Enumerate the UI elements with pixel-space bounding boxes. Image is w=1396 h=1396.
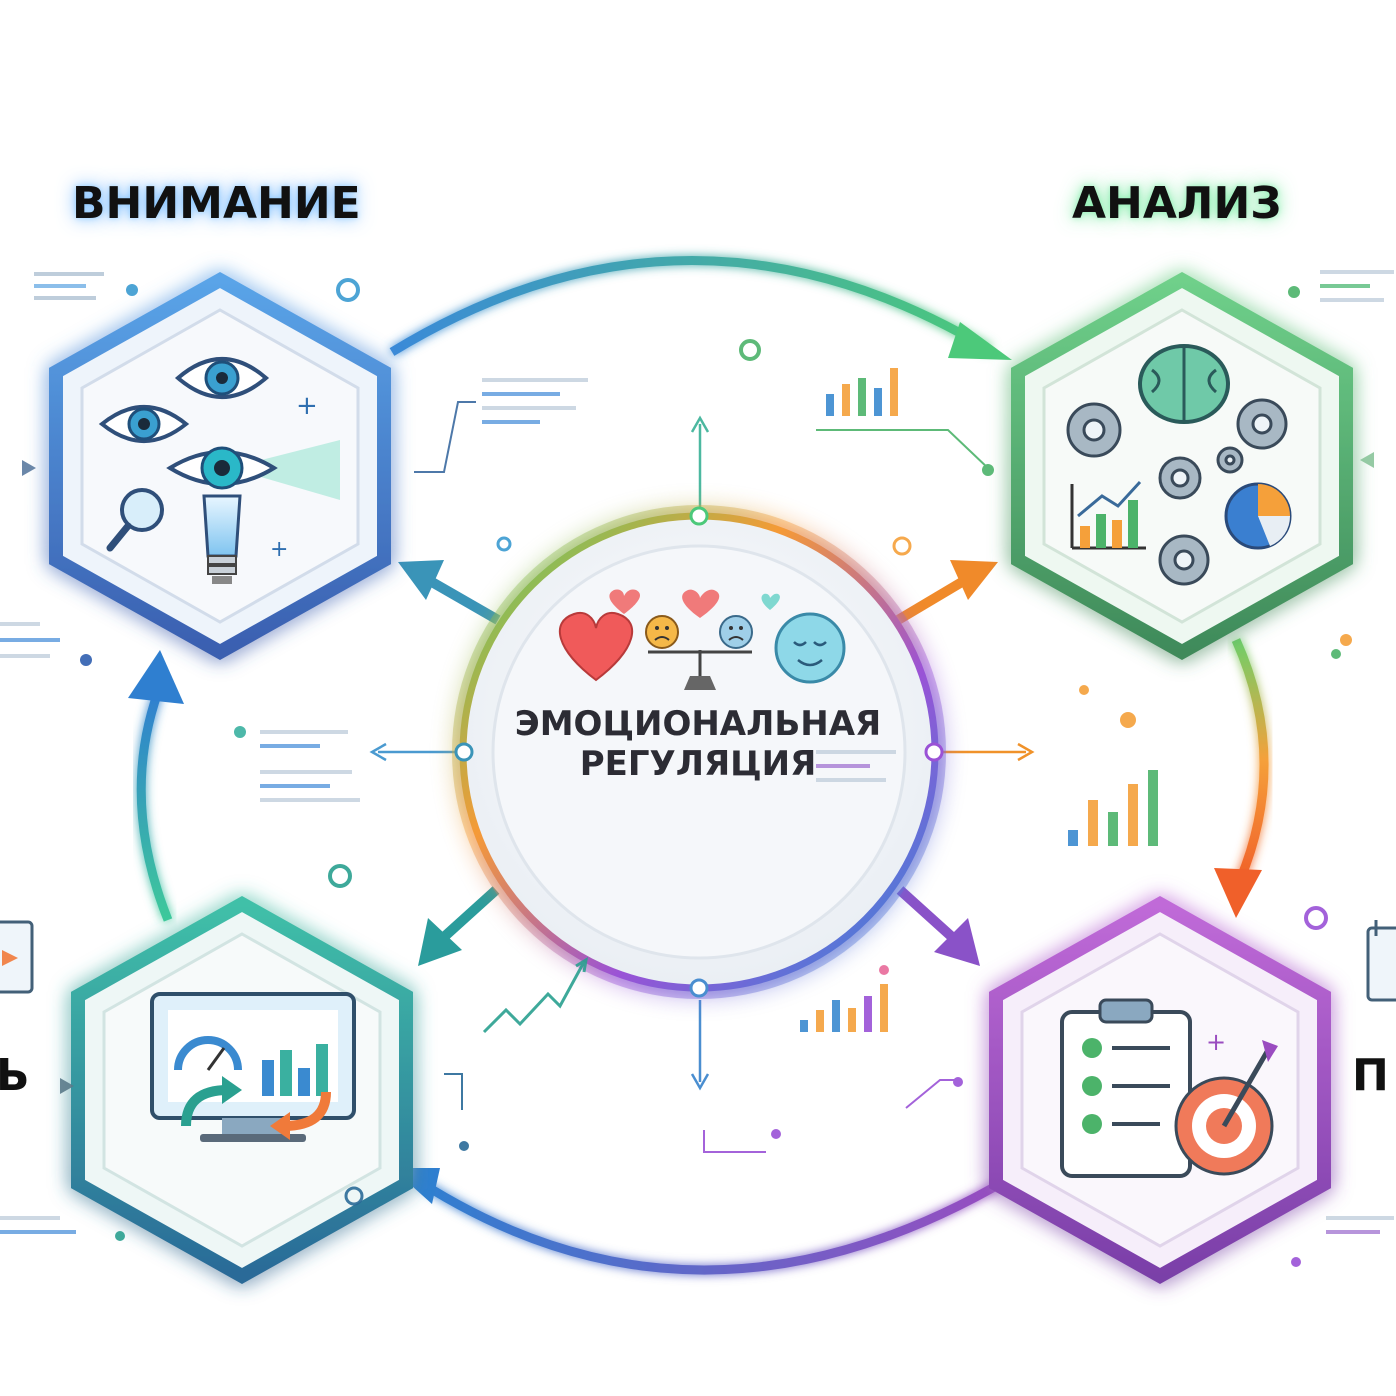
mini-bar-chart-bottom (800, 984, 888, 1032)
arrowhead-right (1214, 868, 1262, 918)
side-chevron-left (22, 460, 36, 476)
center-title-line2: РЕГУЛЯЦИЯ (579, 744, 817, 784)
small-heart-icon (609, 589, 640, 614)
svg-text:+: + (1206, 1028, 1226, 1056)
browser-window-icon (0, 920, 34, 994)
arrow-analysis-to-planning (1231, 638, 1269, 882)
monitor-dashboard-icon (150, 992, 356, 1142)
refresh-arrow-icon (181, 1085, 229, 1127)
eye-icon (174, 357, 270, 399)
hex-control (71, 895, 413, 1285)
center-title-line1: ЭМОЦИОНАЛЬНАЯ (514, 704, 882, 744)
arrow-planning-to-control (417, 1174, 1013, 1275)
node-label-analysis: АНАЛИЗ (1072, 178, 1282, 229)
node-label-left-partial: Ь (0, 1050, 30, 1101)
spoke-arrowhead-tr (950, 560, 998, 600)
hex-analysis (1011, 271, 1353, 661)
tiny-heart-icon (761, 593, 780, 610)
side-chevron-right (1360, 452, 1374, 468)
heart-icon (558, 612, 634, 682)
hex-planning: + (989, 895, 1331, 1285)
calm-face-icon (774, 612, 846, 684)
magnifier-icon (106, 488, 164, 552)
decorations (0, 270, 1396, 1267)
hex-attention: + + (49, 271, 391, 661)
arrow-control-to-attention (136, 690, 173, 922)
target-icon (1174, 1040, 1278, 1176)
text-lines-1 (0, 270, 1394, 1234)
emotion-icons (558, 589, 846, 690)
focus-eye-icon (166, 440, 340, 500)
spoke-arrowhead-bl (418, 918, 462, 966)
cycle-arrows (128, 256, 1269, 1275)
lightbulb-icon (202, 494, 242, 584)
calendar-icon (1366, 920, 1396, 1002)
refresh-arrow-icon-2 (283, 1091, 331, 1131)
svg-text:+: + (270, 537, 288, 562)
mini-bar-chart-right (1068, 770, 1158, 846)
center-title: ЭМОЦИОНАЛЬНАЯ РЕГУЛЯЦИЯ (498, 704, 898, 784)
spoke-arrowhead-br (934, 918, 980, 966)
bar-chart-icon (1070, 480, 1146, 550)
arrow-attention-to-analysis (389, 256, 993, 356)
pie-chart-icon (1224, 482, 1292, 550)
brain-icon (1138, 344, 1230, 424)
clipboard-checklist-icon (1060, 998, 1192, 1178)
spoke-arrowhead-tl (398, 560, 444, 600)
small-heart-icon-2 (682, 589, 720, 618)
eye-icon-2 (98, 405, 190, 443)
mini-bar-chart-top (826, 368, 898, 416)
side-chevron-left-2 (60, 1078, 74, 1094)
gear-icon (1066, 398, 1288, 586)
center-spokes (369, 415, 1035, 1091)
node-label-right-partial: П (1352, 1050, 1389, 1101)
trend-line (482, 961, 586, 1034)
arrowhead-left (128, 650, 184, 704)
balance-scale-icon (645, 615, 753, 690)
svg-text:+: + (296, 391, 318, 421)
arrowhead-top (948, 322, 1012, 360)
node-label-attention: ВНИМАНИЕ (72, 178, 361, 229)
